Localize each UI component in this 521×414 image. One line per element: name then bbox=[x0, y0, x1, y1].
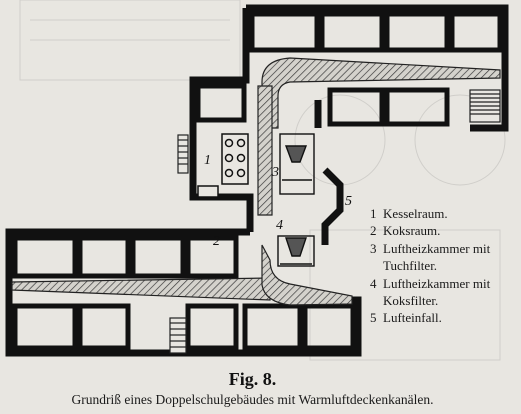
plan-number-2: 2 bbox=[213, 234, 220, 249]
background-ghost bbox=[19, 0, 506, 361]
legend-item-4-cont: Koksfilter. bbox=[383, 293, 439, 309]
legend: 1 Kesselraum. 2 Koksraum. 3 Luftheizkamm… bbox=[370, 205, 490, 327]
legend-item-2: 2 Koksraum. bbox=[370, 223, 441, 239]
heating-chambers bbox=[277, 133, 315, 267]
stairs bbox=[169, 89, 501, 354]
legend-item-5: 5 Lufteinfall. bbox=[370, 310, 442, 326]
legend-item-3-cont: Tuchfilter. bbox=[383, 258, 438, 274]
room-grid bbox=[12, 11, 503, 351]
legend-item-3: 3 Luftheizkammer mit bbox=[370, 240, 491, 256]
plan-number-3: 3 bbox=[271, 165, 279, 180]
figure-title: Fig. 8. bbox=[228, 369, 277, 389]
figure-caption: Grundriß eines Doppelschulgebäudes mit W… bbox=[71, 392, 434, 407]
plan-number-5: 5 bbox=[345, 194, 352, 209]
warm-air-ducts bbox=[11, 57, 501, 306]
plan-number-1: 1 bbox=[204, 153, 211, 168]
boiler-equipment bbox=[197, 133, 249, 198]
plan-number-4: 4 bbox=[276, 218, 283, 233]
legend-item-1: 1 Kesselraum. bbox=[370, 206, 448, 221]
legend-item-4: 4 Luftheizkammer mit bbox=[370, 275, 491, 291]
